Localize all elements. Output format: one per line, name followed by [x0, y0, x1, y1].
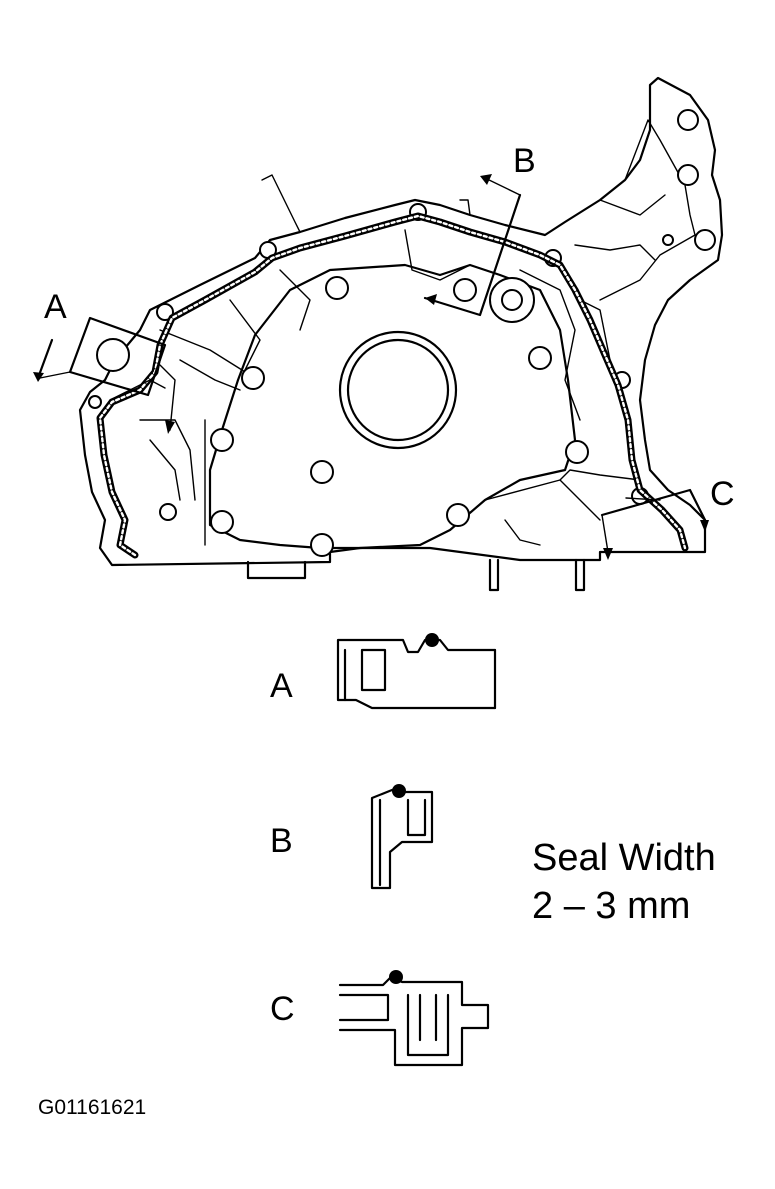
- callout-c: C: [600, 475, 735, 560]
- callout-b: B: [423, 142, 536, 317]
- cover-outline: [78, 76, 724, 567]
- callout-a-arrow: [36, 338, 54, 380]
- callout-a-plane: [68, 316, 167, 397]
- figure-code: G01161621: [38, 1096, 146, 1119]
- seal-width-value: 2 – 3 mm: [532, 885, 690, 927]
- section-c-label: C: [270, 990, 295, 1028]
- bracket-detail: [599, 119, 696, 301]
- callout-c-plane: [600, 488, 707, 522]
- section-b-seal-bead: [392, 784, 406, 798]
- cover-illustration: [78, 76, 724, 592]
- seal-packing-bead: [96, 212, 689, 559]
- crank-seal-bore: [338, 330, 458, 450]
- section-c-seal-bead: [389, 970, 403, 984]
- callout-a: A: [33, 288, 176, 434]
- callout-b-plane: [423, 193, 522, 317]
- seal-width-title: Seal Width: [532, 837, 716, 879]
- callout-b-label: B: [513, 142, 536, 180]
- lower-lug: [246, 560, 307, 580]
- section-c-profile: [338, 976, 490, 1067]
- section-a-label: A: [270, 667, 293, 705]
- section-c: C: [270, 970, 490, 1067]
- section-a-profile: [336, 638, 497, 710]
- section-a-seal-bead: [425, 633, 439, 647]
- section-b-label: B: [270, 822, 293, 860]
- section-a: A: [270, 633, 497, 710]
- section-b: B: [270, 784, 434, 890]
- callout-c-label: C: [710, 475, 735, 513]
- callout-a-label: A: [44, 288, 67, 326]
